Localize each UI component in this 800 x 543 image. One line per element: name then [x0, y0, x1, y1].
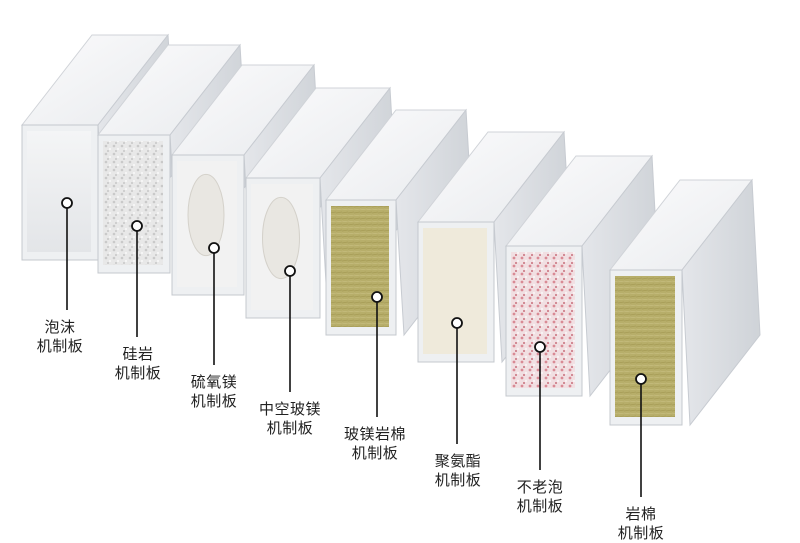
panel-7: [504, 154, 661, 398]
panel-label-line1: 硫氧镁: [190, 373, 238, 391]
panel-label-line2: 机制板: [36, 337, 84, 355]
panel-core: [103, 141, 163, 265]
panel-label-2: 硅岩机制板: [98, 345, 178, 383]
panel-label-line1: 聚氨酯: [434, 452, 482, 470]
panel-label-line1: 泡沫: [44, 318, 76, 336]
marker-dot: [635, 373, 647, 385]
panel-core: [423, 228, 487, 354]
panel-core: [27, 131, 91, 252]
panel-core: [615, 276, 675, 417]
marker-dot: [208, 242, 220, 254]
panel-label-3: 硫氧镁机制板: [174, 373, 254, 411]
panel-core: [331, 206, 389, 327]
marker-dot: [284, 265, 296, 277]
panel-label-line2: 机制板: [266, 419, 314, 437]
panel-label-line2: 机制板: [617, 524, 665, 542]
panel-core: [511, 252, 575, 388]
panel-8: [608, 178, 761, 427]
panel-label-line2: 机制板: [190, 392, 238, 410]
panel-label-line1: 不老泡: [516, 478, 564, 496]
panel-hollow-cavity: [262, 196, 300, 280]
marker-dot: [451, 317, 463, 329]
marker-dot: [61, 197, 73, 209]
panel-side-sheet: [681, 178, 761, 427]
marker-dot: [131, 220, 143, 232]
marker-dot: [371, 291, 383, 303]
panel-label-1: 泡沫机制板: [20, 318, 100, 356]
panel-label-5: 玻镁岩棉机制板: [335, 425, 415, 463]
panel-label-7: 不老泡机制板: [500, 478, 580, 516]
panel-label-line1: 中空玻镁: [258, 400, 321, 418]
panel-label-6: 聚氨酯机制板: [418, 452, 498, 490]
panel-label-line1: 硅岩: [122, 345, 154, 363]
marker-dot: [534, 341, 546, 353]
panel-label-4: 中空玻镁机制板: [250, 400, 330, 438]
panel-label-line2: 机制板: [114, 364, 162, 382]
panel-label-line1: 玻镁岩棉: [343, 425, 406, 443]
panel-label-line2: 机制板: [434, 471, 482, 489]
panel-hollow-cavity: [187, 173, 225, 257]
panel-label-line2: 机制板: [351, 444, 399, 462]
panel-label-line1: 岩棉: [625, 505, 657, 523]
panel-label-8: 岩棉机制板: [601, 505, 681, 543]
panel-label-line2: 机制板: [516, 497, 564, 515]
